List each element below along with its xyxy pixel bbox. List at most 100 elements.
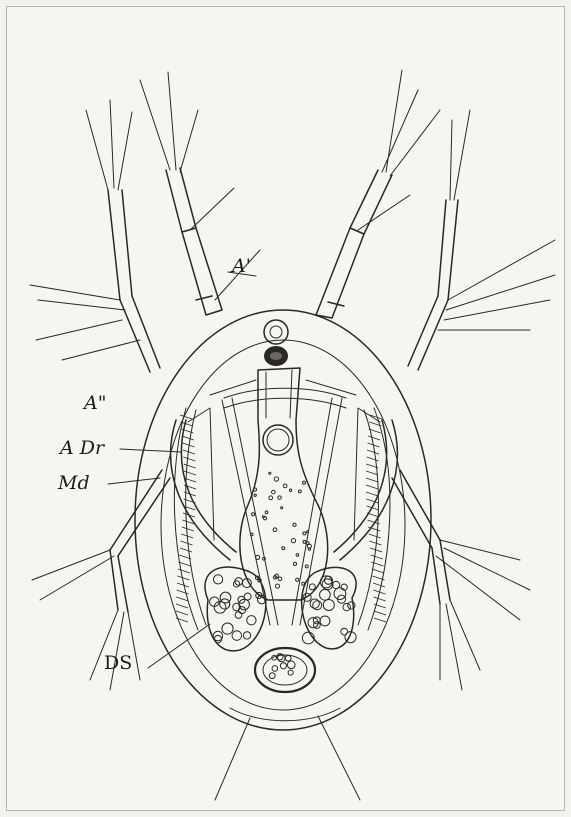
granule: [283, 484, 287, 488]
hatch-stroke: [369, 534, 381, 538]
first-antenna-right: [316, 70, 440, 318]
granule: [213, 575, 222, 584]
label-second-antenna: A": [84, 392, 106, 414]
granule: [293, 523, 296, 526]
granule: [303, 540, 306, 543]
granule: [287, 661, 295, 669]
granule: [262, 516, 264, 518]
granule: [288, 670, 293, 675]
granule: [275, 584, 279, 588]
hatch-stroke: [371, 555, 383, 559]
hatch-stroke: [366, 471, 378, 475]
granule: [289, 489, 291, 491]
granule: [278, 496, 282, 500]
granule: [265, 511, 268, 514]
hatch-stroke: [366, 492, 378, 496]
granule: [272, 490, 276, 494]
hatch-stroke: [181, 422, 193, 426]
granule: [310, 599, 319, 608]
granule: [272, 666, 278, 672]
body-outline: [135, 310, 431, 730]
label-leaders: [108, 272, 256, 668]
hatch-stroke: [176, 604, 188, 608]
hatch-stroke: [374, 597, 386, 601]
granule: [291, 538, 295, 542]
granule: [254, 494, 256, 496]
granule: [233, 581, 239, 587]
granule: [254, 488, 257, 491]
hatch-stroke: [177, 590, 189, 594]
hatch-stroke: [176, 597, 188, 601]
granule: [250, 533, 253, 536]
right-granule-lobe: [302, 567, 356, 649]
hatch-stroke: [367, 457, 379, 461]
hatch-stroke: [178, 569, 190, 573]
granule: [302, 582, 305, 585]
granule: [214, 635, 221, 642]
granule: [296, 578, 299, 581]
granule: [285, 655, 291, 661]
granule: [308, 548, 310, 550]
hatch-stroke: [176, 611, 188, 615]
hatch-stroke: [374, 618, 386, 622]
second-antenna-left: [30, 100, 160, 372]
second-antenna-right: [408, 110, 555, 370]
granule: [269, 472, 271, 474]
granule: [235, 612, 242, 619]
hatch-stroke: [366, 478, 378, 482]
granule: [306, 542, 309, 545]
hatch-stroke: [184, 471, 196, 475]
nauplius-eye: [264, 320, 288, 366]
granule: [243, 632, 250, 639]
posterior-vesicle: [255, 648, 315, 692]
granule: [341, 628, 348, 635]
granule: [280, 663, 286, 669]
granule: [274, 477, 278, 481]
hatch-stroke: [181, 541, 193, 545]
hatch-stroke: [372, 569, 384, 573]
granule: [256, 555, 260, 559]
granule: [296, 554, 299, 557]
granule: [320, 616, 330, 626]
granule: [278, 577, 282, 581]
granule: [320, 589, 331, 600]
granule: [293, 562, 296, 565]
hatch-stroke: [369, 541, 381, 545]
granule: [303, 481, 306, 484]
granule: [269, 496, 273, 500]
hatch-stroke: [367, 450, 379, 454]
hatch-stroke: [183, 457, 195, 461]
granule: [281, 507, 283, 509]
hatch-stroke: [368, 436, 380, 440]
granule: [303, 532, 306, 535]
granule: [222, 623, 233, 634]
left-hatched-band: [174, 408, 206, 630]
granule: [273, 528, 277, 532]
granule: [247, 616, 256, 625]
granule: [343, 603, 350, 610]
granule: [269, 673, 275, 679]
granule: [298, 490, 301, 493]
mandible-right: [392, 470, 530, 690]
hatch-stroke: [374, 611, 386, 615]
granule: [252, 513, 255, 516]
hatch-stroke: [180, 548, 192, 552]
hatch-stroke: [177, 576, 189, 580]
granule: [263, 557, 266, 560]
hatch-stroke: [373, 583, 385, 587]
posterior-setae: [215, 708, 360, 800]
granule: [307, 531, 309, 533]
hatch-stroke: [177, 583, 189, 587]
granule: [305, 565, 308, 568]
granule: [220, 592, 231, 603]
hatch-stroke: [182, 436, 194, 440]
hatch-stroke: [184, 464, 196, 468]
hatch-stroke: [180, 415, 192, 419]
mandible-left: [32, 470, 170, 690]
hatch-stroke: [183, 450, 195, 454]
hatch-stroke: [366, 485, 378, 489]
label-first-antenna: A': [232, 255, 251, 277]
label-antennal-gland: A Dr: [60, 437, 104, 459]
hatch-stroke: [182, 527, 194, 531]
